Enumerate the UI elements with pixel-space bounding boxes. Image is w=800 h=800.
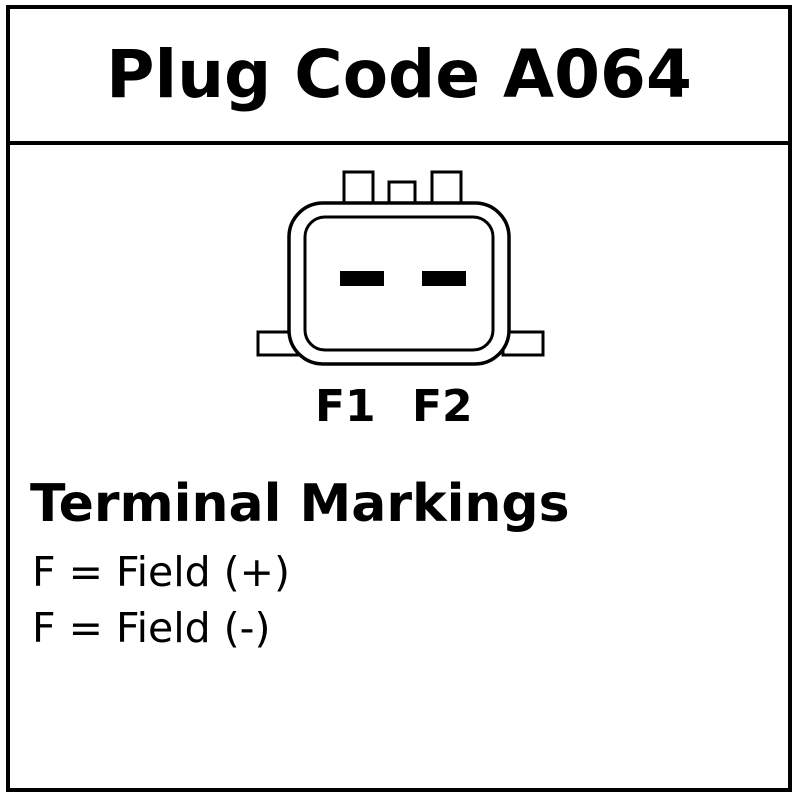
terminal-marking-item: F = Field (+) bbox=[32, 548, 291, 596]
diagram-frame: Plug Code A064 bbox=[6, 5, 792, 792]
connector-tab-left bbox=[342, 170, 375, 207]
pin-label-f2: F2 bbox=[412, 381, 473, 432]
connector-tab-right bbox=[430, 170, 463, 207]
pin-label-f1: F1 bbox=[315, 381, 376, 432]
terminal-marking-item: F = Field (-) bbox=[32, 604, 271, 652]
title-bar: Plug Code A064 bbox=[10, 9, 788, 145]
terminal-markings-heading: Terminal Markings bbox=[30, 474, 570, 534]
page-title: Plug Code A064 bbox=[106, 36, 692, 113]
terminal-f2-blade bbox=[422, 271, 466, 286]
connector-cavity bbox=[303, 215, 495, 352]
terminal-f1-blade bbox=[340, 271, 384, 286]
